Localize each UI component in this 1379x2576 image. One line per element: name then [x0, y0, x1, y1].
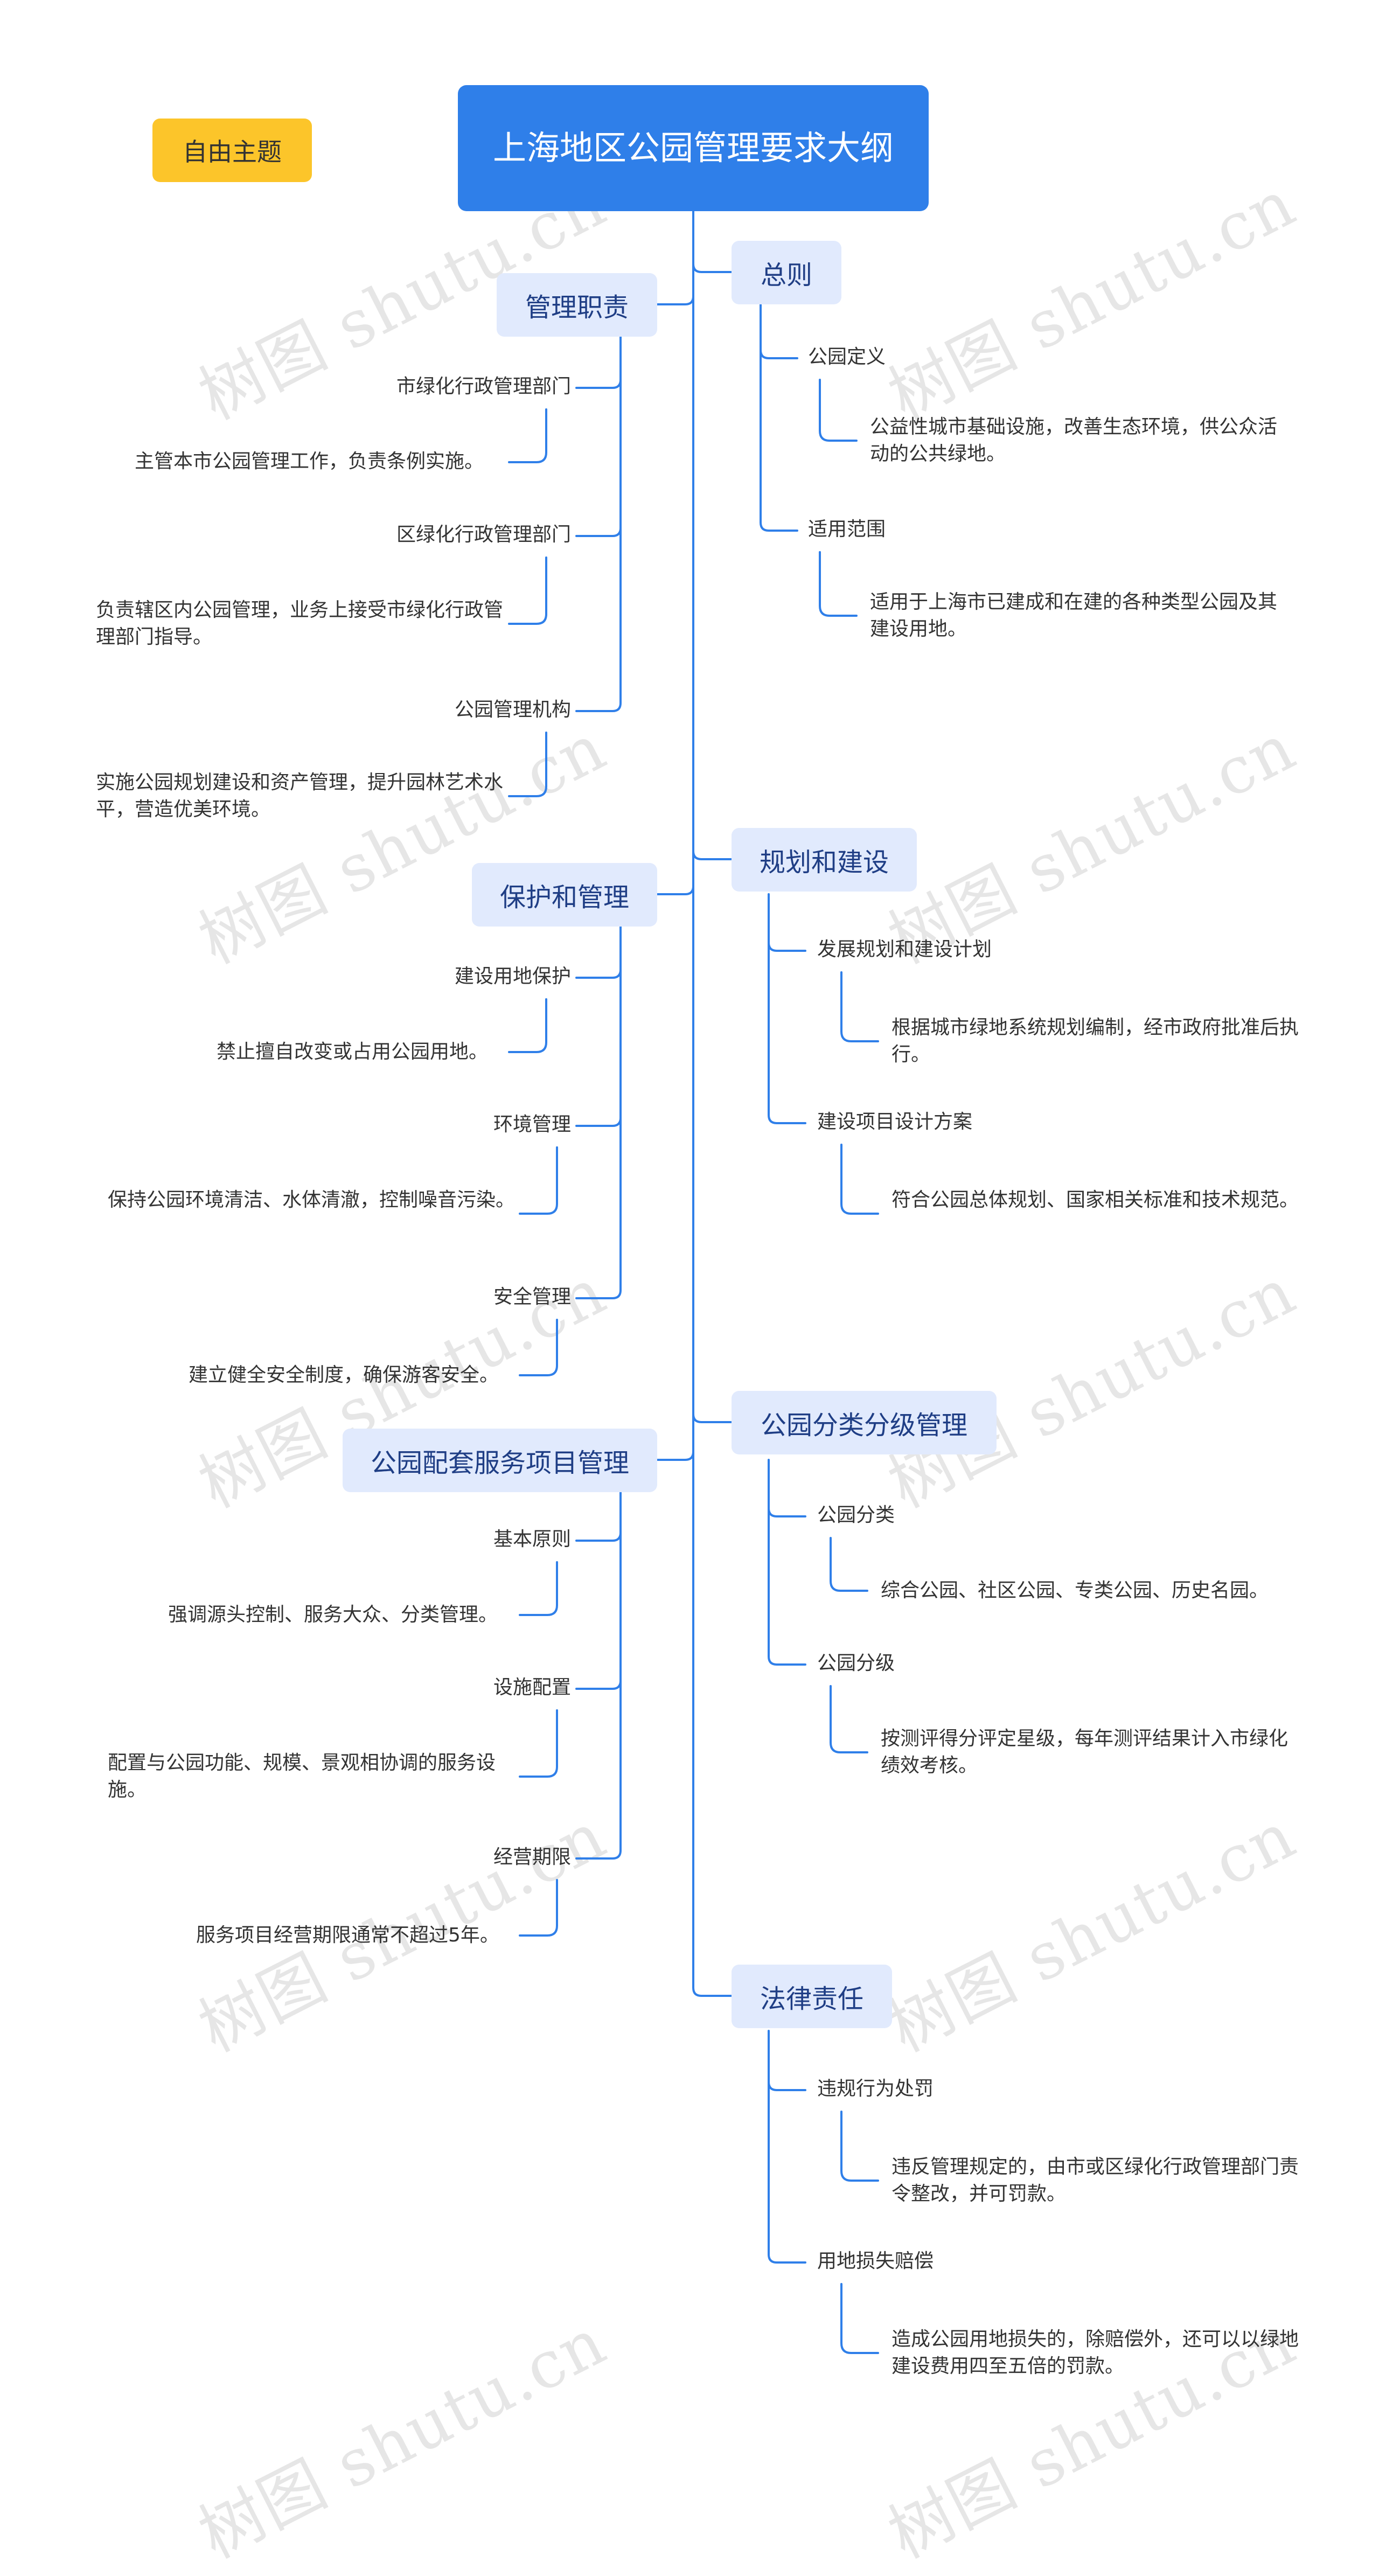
topic-classification-grading[interactable]: 公园分类分级管理: [732, 1391, 997, 1454]
subtopic-park-management-agency[interactable]: 公园管理机构: [454, 699, 571, 721]
topic-legal-liability[interactable]: 法律责任: [732, 1965, 892, 2028]
subtopic-park-classification[interactable]: 公园分类: [817, 1504, 895, 1526]
desc-safety-management: 建立健全安全制度，确保游客安全。: [189, 1364, 499, 1386]
free-topic-tag[interactable]: 自由主题: [152, 119, 312, 182]
desc-environment-management: 保持公园环境清洁、水体清澈，控制噪音污染。: [108, 1189, 516, 1211]
desc-park-classification: 综合公园、社区公园、专类公园、历史名园。: [881, 1579, 1269, 1602]
topic-general-provisions[interactable]: 总则: [732, 241, 841, 304]
desc-scope: 适用于上海市已建成和在建的各种类型公园及其建设用地。: [870, 591, 1278, 640]
subtopic-development-plan[interactable]: 发展规划和建设计划: [817, 938, 992, 960]
topic-planning-construction[interactable]: 规划和建设: [732, 828, 917, 892]
topic-management-duties[interactable]: 管理职责: [497, 273, 657, 337]
subtopic-facility-configuration[interactable]: 设施配置: [493, 1676, 571, 1698]
desc-basic-principles: 强调源头控制、服务大众、分类管理。: [168, 1604, 498, 1626]
mindmap-canvas: { "root": "上海地区公园管理要求大纲", "tag": "自由主题",…: [96, 85, 1307, 2573]
desc-violation-penalty: 违反管理规定的，由市或区绿化行政管理部门责令整改，并可罚款。: [892, 2156, 1299, 2205]
subtopic-design-scheme[interactable]: 建设项目设计方案: [817, 1111, 973, 1133]
subtopic-district-greening-dept[interactable]: 区绿化行政管理部门: [396, 524, 571, 546]
subtopic-basic-principles[interactable]: 基本原则: [493, 1528, 571, 1550]
subtopic-violation-penalty[interactable]: 违规行为处罚: [817, 2078, 934, 2100]
topic-service-projects[interactable]: 公园配套服务项目管理: [343, 1429, 657, 1492]
desc-park-management-agency: 实施公园规划建设和资产管理，提升园林艺术水平，营造优美环境。: [96, 771, 504, 820]
desc-development-plan: 根据城市绿地系统规划编制，经市政府批准后执行。: [892, 1017, 1299, 1066]
desc-district-greening-dept: 负责辖区内公园管理，业务上接受市绿化行政管理部门指导。: [96, 599, 504, 648]
subtopic-safety-management[interactable]: 安全管理: [493, 1286, 571, 1308]
topic-protection-management[interactable]: 保护和管理: [472, 863, 657, 927]
root-topic[interactable]: 上海地区公园管理要求大纲: [458, 85, 929, 211]
connector-lines: [508, 210, 879, 2354]
subtopic-park-definition[interactable]: 公园定义: [808, 346, 886, 368]
desc-facility-configuration: 配置与公园功能、规模、景观相协调的服务设施。: [108, 1752, 496, 1801]
desc-land-loss-compensation: 造成公园用地损失的，除赔偿外，还可以以绿地建设费用四至五倍的罚款。: [892, 2328, 1299, 2377]
desc-park-grading: 按测评得分评定星级，每年测评结果计入市绿化绩效考核。: [881, 1728, 1289, 1777]
subtopic-land-protection[interactable]: 建设用地保护: [454, 965, 571, 987]
subtopic-land-loss-compensation[interactable]: 用地损失赔偿: [817, 2250, 934, 2272]
subtopic-scope[interactable]: 适用范围: [808, 518, 886, 540]
desc-design-scheme: 符合公园总体规划、国家相关标准和技术规范。: [892, 1189, 1299, 1211]
subtopic-operation-period[interactable]: 经营期限: [493, 1846, 571, 1868]
desc-land-protection: 禁止擅自改变或占用公园用地。: [217, 1041, 489, 1063]
desc-park-definition: 公益性城市基础设施，改善生态环境，供公众活动的公共绿地。: [870, 416, 1278, 465]
subtopic-park-grading[interactable]: 公园分级: [817, 1652, 895, 1674]
desc-operation-period: 服务项目经营期限通常不超过5年。: [196, 1924, 499, 1946]
subtopic-city-greening-dept[interactable]: 市绿化行政管理部门: [396, 375, 571, 398]
subtopic-environment-management[interactable]: 环境管理: [493, 1113, 571, 1136]
desc-city-greening-dept: 主管本市公园管理工作，负责条例实施。: [135, 450, 484, 472]
